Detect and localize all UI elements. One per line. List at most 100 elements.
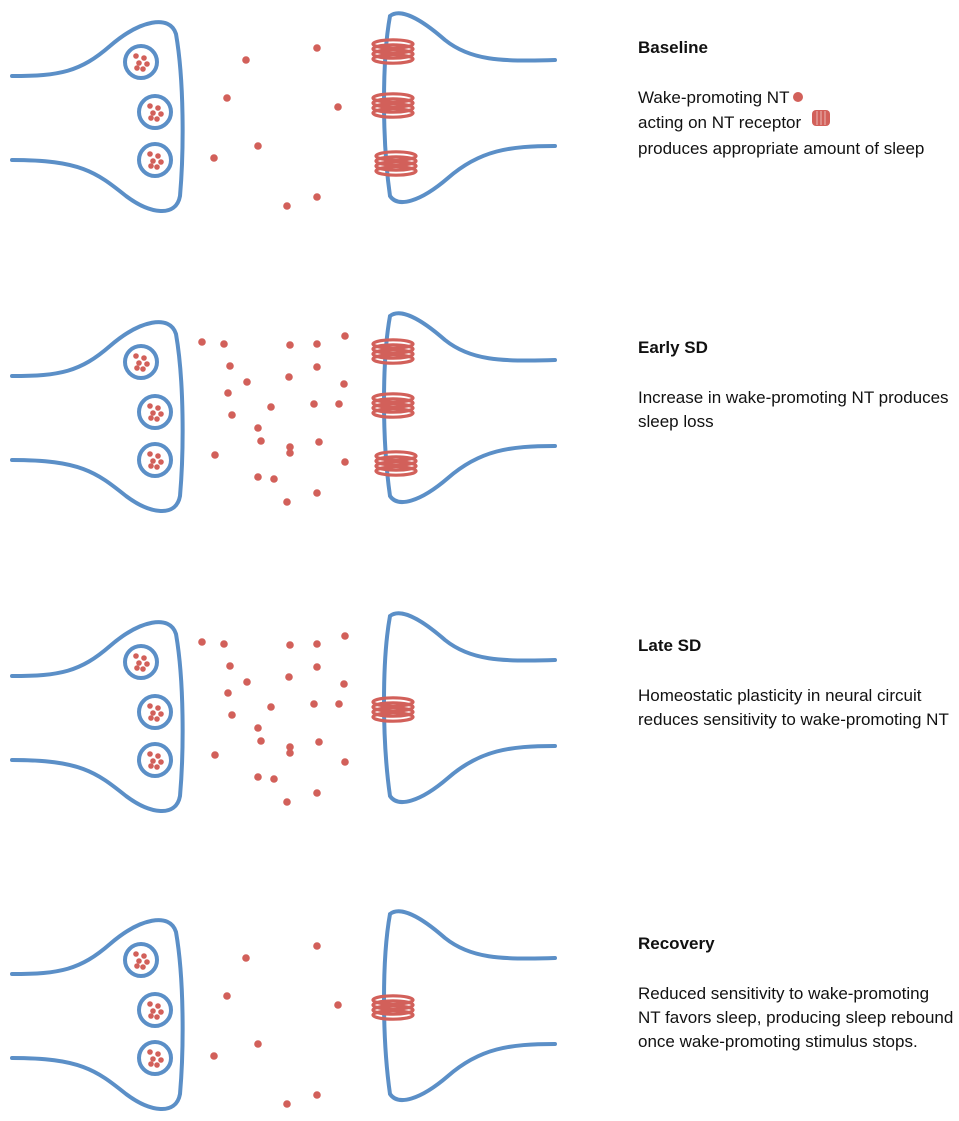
vesicle-nt-dot: [140, 666, 146, 672]
nt-dot: [254, 724, 262, 732]
vesicle: [139, 994, 171, 1026]
vesicle-nt-dot: [155, 153, 161, 159]
vesicle-nt-dot: [144, 361, 150, 367]
nt-dot: [335, 700, 343, 708]
nt-receptor: [373, 698, 413, 721]
vesicle-nt-dot: [148, 115, 154, 121]
vesicle-nt-dot: [148, 715, 154, 721]
nt-receptor: [373, 394, 413, 417]
nt-dot: [283, 1100, 291, 1108]
vesicle-nt-dot: [150, 1008, 156, 1014]
nt-dot: [243, 678, 251, 686]
nt-dot: [267, 703, 275, 711]
nt-dot: [285, 373, 293, 381]
vesicle-nt-dot: [134, 365, 140, 371]
nt-dot: [286, 641, 294, 649]
vesicle-nt-dot: [140, 66, 146, 72]
nt-receptor: [376, 452, 416, 475]
nt-dot: [198, 338, 206, 346]
vesicle-nt-dot: [155, 405, 161, 411]
vesicle-nt-dot: [144, 959, 150, 965]
vesicle-nt-dot: [147, 403, 153, 409]
vesicle-nt-dot: [150, 710, 156, 716]
vesicle-nt-dot: [154, 1062, 160, 1068]
nt-dot: [242, 954, 250, 962]
nt-dot: [313, 640, 321, 648]
nt-dot: [315, 738, 323, 746]
nt-dot: [226, 662, 234, 670]
nt-dot: [313, 789, 321, 797]
vesicle-nt-dot: [133, 53, 139, 59]
vesicle-nt-dot: [155, 705, 161, 711]
nt-dot: [313, 942, 321, 950]
nt-dot: [220, 640, 228, 648]
vesicle-nt-dot: [134, 65, 140, 71]
nt-dot: [313, 44, 321, 52]
vesicle-nt-dot: [150, 758, 156, 764]
panel-desc-baseline-line2: acting on NT receptor: [638, 113, 801, 132]
vesicle-nt-dot: [150, 410, 156, 416]
synapse-panel-4: [12, 911, 555, 1109]
vesicle-nt-dot: [141, 355, 147, 361]
vesicle-nt-dot: [158, 111, 164, 117]
nt-dot: [341, 332, 349, 340]
vesicle-nt-dot: [148, 415, 154, 421]
postsynaptic-membrane: [384, 911, 555, 1100]
nt-dot: [283, 498, 291, 506]
vesicle: [139, 96, 171, 128]
vesicle-nt-dot: [150, 158, 156, 164]
nt-dot-icon: [793, 92, 803, 102]
vesicle-nt-dot: [154, 764, 160, 770]
synapse-panel-1: [12, 13, 555, 211]
postsynaptic-membrane: [384, 613, 555, 802]
nt-dot: [254, 773, 262, 781]
nt-dot: [270, 775, 278, 783]
vesicle-nt-dot: [155, 105, 161, 111]
nt-dot: [315, 438, 323, 446]
vesicle-nt-dot: [154, 116, 160, 122]
vesicle: [139, 144, 171, 176]
panel-early-sd-text: Early SD Increase in wake-promoting NT p…: [638, 338, 956, 434]
vesicle-nt-dot: [158, 159, 164, 165]
vesicle-nt-dot: [155, 1003, 161, 1009]
nt-dot: [334, 103, 342, 111]
nt-dot: [335, 400, 343, 408]
nt-dot: [243, 378, 251, 386]
vesicle-nt-dot: [148, 1013, 154, 1019]
vesicle-nt-dot: [154, 464, 160, 470]
vesicle-nt-dot: [158, 459, 164, 465]
nt-dot: [198, 638, 206, 646]
vesicle-nt-dot: [148, 163, 154, 169]
vesicle-nt-dot: [148, 463, 154, 469]
vesicle: [139, 444, 171, 476]
nt-dot: [228, 711, 236, 719]
nt-dot: [254, 1040, 262, 1048]
nt-receptor-icon: [809, 108, 833, 135]
nt-dot: [313, 663, 321, 671]
vesicle-nt-dot: [158, 711, 164, 717]
panel-desc-early-sd: Increase in wake-promoting NT produces s…: [638, 386, 956, 434]
nt-dot: [220, 340, 228, 348]
vesicle: [139, 1042, 171, 1074]
vesicle-nt-dot: [158, 1009, 164, 1015]
vesicle-nt-dot: [140, 964, 146, 970]
panel-desc-recovery: Reduced sensitivity to wake-promoting NT…: [638, 982, 956, 1054]
vesicle-nt-dot: [158, 411, 164, 417]
nt-receptor: [373, 340, 413, 363]
nt-dot: [254, 473, 262, 481]
nt-dot: [210, 154, 218, 162]
vesicle-nt-dot: [147, 703, 153, 709]
nt-dot: [257, 437, 265, 445]
vesicle-nt-dot: [136, 660, 142, 666]
nt-dot: [340, 680, 348, 688]
panel-desc-baseline-line1: Wake-promoting NT: [638, 88, 789, 107]
vesicle-nt-dot: [141, 953, 147, 959]
nt-dot: [286, 341, 294, 349]
nt-dot: [340, 380, 348, 388]
nt-dot: [341, 632, 349, 640]
vesicle: [125, 944, 157, 976]
nt-dot: [254, 142, 262, 150]
synapse-panel-2: [12, 313, 555, 511]
vesicle: [139, 744, 171, 776]
nt-dot: [224, 689, 232, 697]
